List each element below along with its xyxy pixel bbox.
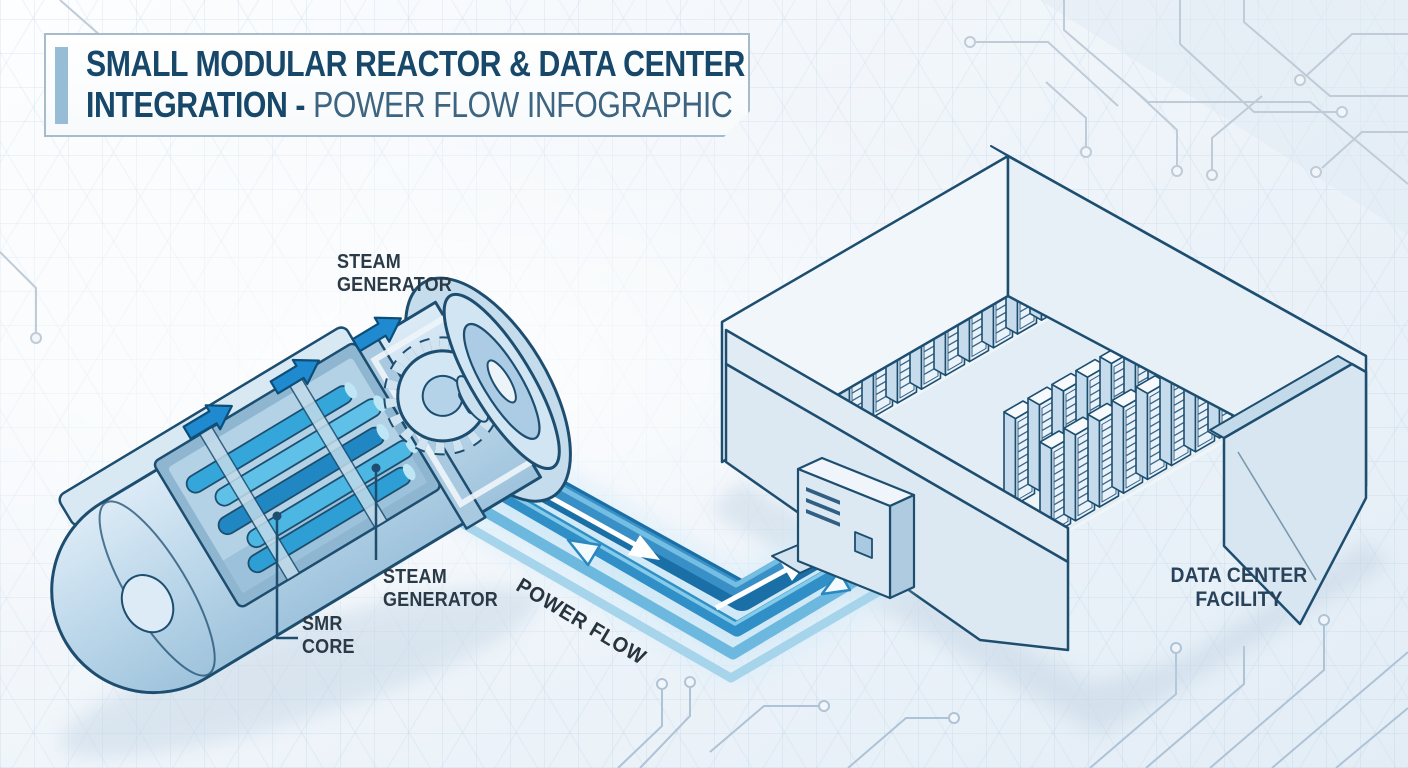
substation-vent-slats <box>806 487 840 527</box>
title-box: SMALL MODULAR REACTOR & DATA CENTER INTE… <box>44 33 750 137</box>
title-line-2: INTEGRATION - POWER FLOW INFOGRAPHIC <box>86 84 745 125</box>
substation-front <box>796 467 892 600</box>
label-data-center-facility: DATA CENTER FACILITY <box>1170 564 1308 611</box>
notch-wall-seam <box>1237 451 1317 581</box>
smr-reactor-illustration <box>50 276 572 758</box>
title-line-2-bold: INTEGRATION - <box>86 84 306 125</box>
background-tint-patch <box>1040 0 1408 235</box>
label-steam-generator-top: STEAM GENERATOR <box>337 251 452 296</box>
building-shadow <box>710 480 1390 736</box>
leader-line-smr-core <box>275 518 298 640</box>
substation-panel <box>854 531 873 559</box>
page-title: SMALL MODULAR REACTOR & DATA CENTER INTE… <box>86 43 870 125</box>
label-steam-generator-bottom: STEAM GENERATOR <box>383 566 498 611</box>
leader-lines <box>272 463 381 640</box>
title-line-1: SMALL MODULAR REACTOR & DATA CENTER <box>86 43 745 84</box>
reactor-shadow <box>60 586 540 758</box>
substation-side <box>888 493 916 600</box>
return-flow-arrow-icon <box>566 538 852 596</box>
notch-wall <box>1222 362 1368 626</box>
end-flange-hub <box>486 359 517 404</box>
substation-unit <box>771 456 916 600</box>
title-line-2-light: POWER FLOW INFOGRAPHIC <box>313 84 733 125</box>
leader-dot <box>272 511 282 521</box>
power-band-pale <box>429 502 898 683</box>
label-smr-core: SMR CORE <box>302 613 355 658</box>
vessel-cap-hub <box>120 574 175 634</box>
leader-dot <box>371 463 381 473</box>
title-accent-bar <box>55 47 68 124</box>
